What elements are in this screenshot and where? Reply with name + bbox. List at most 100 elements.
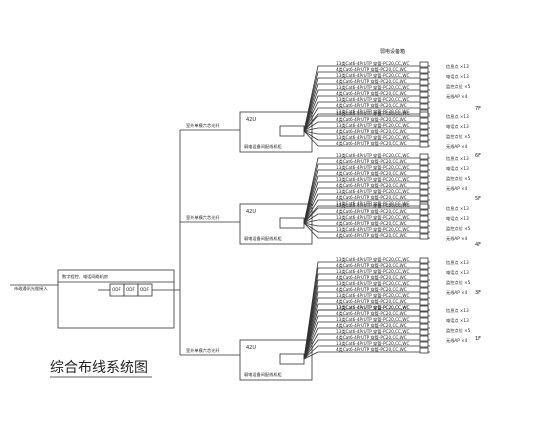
outlet-count-label: 无线AP ×4 bbox=[446, 235, 468, 242]
cable-label: 13类Cat6-4PrUTP 穿管-PC20,CC,WC bbox=[336, 152, 409, 159]
cable-label: 13类Cat6-4PrUTP 穿管-PC20,CC,WC bbox=[336, 202, 409, 209]
cable-label: 4类Cat6-4PrUTP 穿管-PC20,CC,WC bbox=[336, 286, 407, 293]
odf-unit-label: ODF bbox=[140, 287, 150, 292]
outlet-count-label: 信息点 ×13 bbox=[446, 155, 469, 162]
cable-run bbox=[303, 327, 430, 360]
cable-label: 4类Cat6-4PrUTP 穿管-PC20,CC,WC bbox=[336, 262, 407, 269]
core-room-box bbox=[57, 269, 175, 329]
outlet-icon bbox=[419, 209, 429, 216]
floor-label: 1F bbox=[475, 336, 481, 342]
cable-run bbox=[303, 193, 430, 224]
outlet-count-label: 无线AP ×4 bbox=[446, 289, 468, 296]
outlet-icon bbox=[419, 91, 429, 98]
cable-label: 13类Cat6-4PrUTP 穿管-PC20,CC,WC bbox=[336, 72, 409, 79]
cable-label: 13类Cat6-4PrUTP 穿管-PC20,CC,WC bbox=[336, 134, 409, 141]
odf-units: ODF ODF ODF bbox=[109, 283, 153, 297]
cable-run bbox=[303, 205, 430, 224]
outlet-icon bbox=[419, 311, 429, 318]
cable-run bbox=[303, 95, 430, 132]
outlet-icon bbox=[419, 215, 429, 222]
floor-label: 5F bbox=[475, 196, 481, 202]
outlet-icon bbox=[419, 129, 429, 136]
outlet-count-label: 无线AP ×4 bbox=[446, 93, 468, 100]
outlet-icon bbox=[419, 111, 429, 118]
outlet-icon bbox=[419, 85, 429, 92]
floor-label: 6F bbox=[475, 153, 481, 159]
outlet-icon bbox=[419, 153, 429, 160]
cable-label: 13类Cat6-4PrUTP 穿管-PC20,CC,WC bbox=[336, 200, 409, 207]
outlet-count-label: 监控点位 ×5 bbox=[446, 83, 471, 90]
patch-panel bbox=[279, 217, 305, 229]
cable-run bbox=[303, 113, 430, 132]
diagram-title: 综合布线系统图 bbox=[50, 360, 148, 376]
cable-run bbox=[303, 130, 430, 141]
cable-label: 4类Cat6-4PrUTP 穿管-PC20,CC,WC bbox=[336, 66, 407, 73]
outlet-icon bbox=[419, 323, 429, 330]
cable-run bbox=[303, 199, 430, 224]
cable-run bbox=[303, 89, 430, 132]
cable-label: 4类Cat6-4PrUTP 穿管-PC20,CC,WC bbox=[336, 194, 407, 201]
outlet-count-label: 监控点位 ×5 bbox=[446, 225, 471, 232]
cable-run bbox=[303, 157, 430, 224]
cable-run bbox=[303, 181, 430, 224]
core-room-label: 数字程控、电话网络机房 bbox=[62, 273, 108, 280]
cable-label: 13类Cat6-4PrUTP 穿管-PC20,CC,WC bbox=[336, 340, 409, 347]
horizontal-cables: 13类Cat6-4PrUTP 穿管-PC20,CC,WC4类Cat6-4PrUT… bbox=[303, 60, 471, 360]
cable-run bbox=[303, 71, 430, 132]
rack-label: 42U bbox=[246, 209, 256, 215]
outlet-icon bbox=[419, 141, 429, 148]
cabinet-label: 弱电设备间配线机柜 bbox=[244, 235, 282, 242]
cable-label: 13类Cat6-4PrUTP 穿管-PC20,CC,WC bbox=[336, 108, 409, 115]
cable-run bbox=[303, 297, 430, 360]
outlet-icon bbox=[419, 347, 429, 354]
rack-label: 42U bbox=[246, 345, 256, 351]
cable-run bbox=[303, 121, 430, 132]
outlet-icon bbox=[419, 189, 429, 196]
outlet-icon bbox=[419, 293, 429, 300]
cable-run bbox=[303, 333, 430, 360]
outlet-icon bbox=[419, 335, 429, 342]
odf-unit-label: ODF bbox=[126, 287, 136, 292]
cable-label: 4类Cat6-4PrUTP 穿管-PC20,CC,WC bbox=[336, 334, 407, 341]
cable-label: 4类Cat6-4PrUTP 穿管-PC20,CC,WC bbox=[336, 158, 407, 165]
cable-label: 4类Cat6-4PrUTP 穿管-PC20,CC,WC bbox=[336, 128, 407, 135]
cable-label: 13类Cat6-4PrUTP 穿管-PC20,CC,WC bbox=[336, 316, 409, 323]
cable-run bbox=[303, 303, 430, 360]
cable-label: 4类Cat6-4PrUTP 穿管-PC20,CC,WC bbox=[336, 298, 407, 305]
outlet-icon bbox=[419, 317, 429, 324]
outlet-icon bbox=[419, 281, 429, 288]
cable-label: 4类Cat6-4PrUTP 穿管-PC20,CC,WC bbox=[336, 170, 407, 177]
cable-label: 13类Cat6-4PrUTP 穿管-PC20,CC,WC bbox=[336, 280, 409, 287]
cable-label: 13类Cat6-4PrUTP 穿管-PC20,CC,WC bbox=[336, 328, 409, 335]
cable-label: 13类Cat6-4PrUTP 穿管-PC20,CC,WC bbox=[336, 226, 409, 233]
patch-panel bbox=[279, 353, 305, 365]
outlet-count-label: 电话点 ×13 bbox=[446, 215, 469, 222]
top-label: 弱电设备箱 bbox=[380, 48, 405, 55]
outlet-icon bbox=[419, 123, 429, 130]
outlet-icon bbox=[419, 275, 429, 282]
cable-run bbox=[303, 339, 430, 360]
cable-label: 4类Cat6-4PrUTP 穿管-PC20,CC,WC bbox=[336, 140, 407, 147]
cable-label: 4类Cat6-4PrUTP 穿管-PC20,CC,WC bbox=[336, 322, 407, 329]
cable-run bbox=[303, 309, 430, 360]
cabinet-label: 弱电设备间配线机柜 bbox=[244, 143, 282, 150]
cable-run bbox=[303, 315, 430, 360]
outlet-icon bbox=[419, 341, 429, 348]
cable-label: 13类Cat6-4PrUTP 穿管-PC20,CC,WC bbox=[336, 60, 409, 67]
cable-run bbox=[303, 222, 430, 239]
cable-label: 4类Cat6-4PrUTP 穿管-PC20,CC,WC bbox=[336, 310, 407, 317]
floor-label: 7F bbox=[475, 106, 481, 112]
outlet-count-label: 监控点位 ×5 bbox=[446, 175, 471, 182]
outlet-count-label: 电话点 ×13 bbox=[446, 123, 469, 130]
outlet-icon bbox=[419, 135, 429, 142]
cabinet-label: 弱电设备间配线机柜 bbox=[244, 371, 282, 378]
outlet-icon bbox=[419, 203, 429, 210]
cable-label: 4类Cat6-4PrUTP 穿管-PC20,CC,WC bbox=[336, 78, 407, 85]
outlet-icon bbox=[419, 305, 429, 312]
outlet-icon bbox=[419, 73, 429, 80]
floor-label: 3F bbox=[475, 290, 481, 296]
cable-label: 13类Cat6-4PrUTP 穿管-PC20,CC,WC bbox=[336, 268, 409, 275]
cable-run bbox=[303, 207, 430, 224]
outlet-icon bbox=[419, 287, 429, 294]
